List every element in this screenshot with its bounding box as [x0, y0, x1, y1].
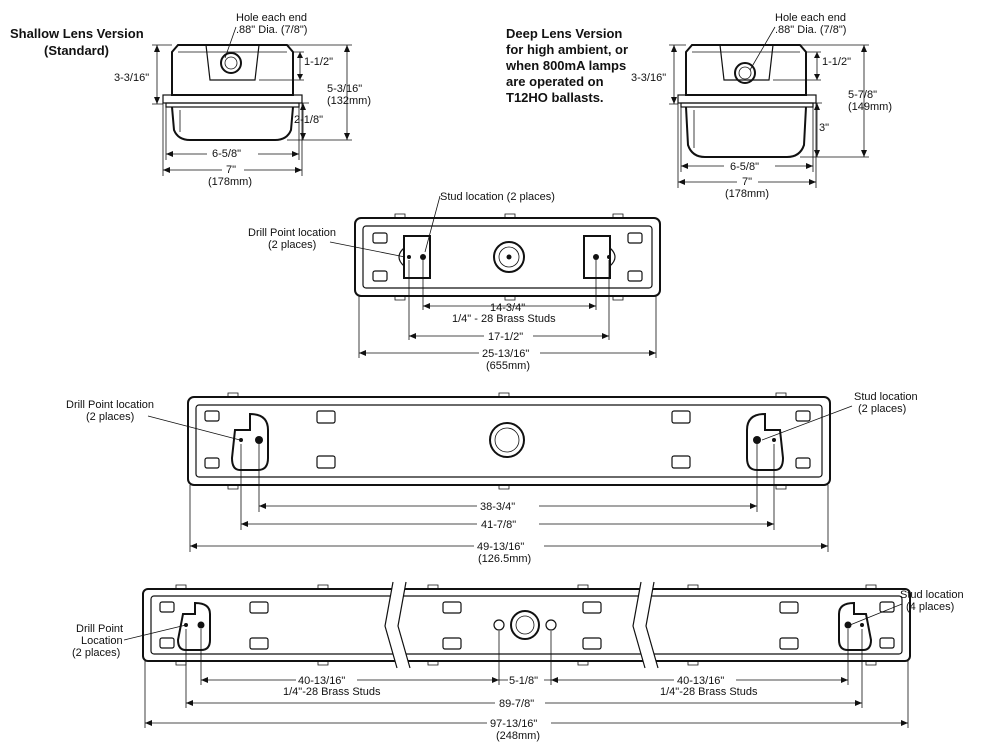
deep-hole-label-2: .88" Dia. (7/8") — [775, 24, 846, 36]
shallow-hole-label-2: .88" Dia. (7/8") — [236, 24, 307, 36]
deep-title-5: T12HO ballasts. — [506, 90, 604, 105]
shallow-hole-label-1: Hole each end — [236, 12, 307, 24]
fixture-8ft-drill-label-2: Location — [81, 635, 123, 647]
shallow-dim-outer-width: 7" — [226, 164, 236, 176]
fixture-4ft-drill-label-1: Drill Point location — [66, 399, 154, 411]
shallow-title-2: (Standard) — [44, 43, 109, 58]
shallow-dim-lens-height: 2-1/8" — [294, 114, 323, 126]
fixture-2ft-dim-length: 25-13/16" — [482, 348, 529, 360]
shallow-dim-top-height: 3-3/16" — [114, 72, 149, 84]
deep-title-1: Deep Lens Version — [506, 26, 622, 41]
deep-title-2: for high ambient, or — [506, 42, 628, 57]
fixture-8ft-stud-label-1: Stud location — [900, 589, 964, 601]
deep-title-3: when 800mA lamps — [505, 58, 626, 73]
fixture-2ft-drill-label-1: Drill Point location — [248, 227, 336, 239]
fixture-2ft-stud-label: Stud location (2 places) — [440, 191, 555, 203]
fixture-2ft-dim-drill: 17-1/2" — [488, 331, 523, 343]
deep-dim-outer-width-mm: (178mm) — [725, 188, 769, 200]
deep-title-4: are operated on — [506, 74, 604, 89]
fixture-8ft-dim-length: 97-13/16" — [490, 718, 537, 730]
deep-dim-outer-width: 7" — [742, 176, 752, 188]
fixture-2ft-dim-studs: 14-3/4" — [490, 302, 525, 314]
fixture-4ft-dim-drill: 41-7/8" — [481, 519, 516, 531]
fixture-4ft-drill-label-2: (2 places) — [86, 411, 134, 423]
fixture-4ft-stud-label-1: Stud location — [854, 391, 918, 403]
fixture-8ft-drill-label-3: (2 places) — [72, 647, 120, 659]
deep-dim-top-height: 3-3/16" — [631, 72, 666, 84]
fixture-4ft-dim-studs: 38-3/4" — [480, 501, 515, 513]
shallow-title-1: Shallow Lens Version — [10, 26, 144, 41]
deep-dim-total-height: 5-7/8" — [848, 89, 877, 101]
fixture-4ft-stud-label-2: (2 places) — [858, 403, 906, 415]
deep-hole-label-1: Hole each end — [775, 12, 846, 24]
fixture-8ft-dim-drill: 89-7/8" — [499, 698, 534, 710]
deep-dim-inner-width: 6-5/8" — [730, 161, 759, 173]
deep-dim-total-height-mm: (149mm) — [848, 101, 892, 113]
fixture-2ft-drill-label-2: (2 places) — [268, 239, 316, 251]
fixture-4ft-dim-length-mm: (126.5mm) — [478, 553, 531, 565]
fixture-8ft-dim-left-studs: 40-13/16" — [298, 675, 345, 687]
shallow-dim-total-height: 5-3/16" — [327, 83, 362, 95]
fixture-8ft-stud-label-2: (4 places) — [906, 601, 954, 613]
shallow-dim-knockout: 1-1/2" — [304, 56, 333, 68]
fixture-4ft-dim-length: 49-13/16" — [477, 541, 524, 553]
shallow-dim-inner-width: 6-5/8" — [212, 148, 241, 160]
fixture-8ft-dim-left-studs-sub: 1/4"-28 Brass Studs — [283, 686, 381, 698]
fixture-8ft-dim-center: 5-1/8" — [509, 675, 538, 687]
shallow-dim-outer-width-mm: (178mm) — [208, 176, 252, 188]
shallow-dim-total-height-mm: (132mm) — [327, 95, 371, 107]
fixture-8ft-dim-length-mm: (248mm) — [496, 730, 540, 742]
fixture-8ft-drill-label-1: Drill Point — [76, 623, 123, 635]
deep-dim-lens-height: 3" — [819, 122, 829, 134]
fixture-2ft-dim-studs-sub: 1/4" - 28 Brass Studs — [452, 313, 556, 325]
fixture-8ft-dim-right-studs-sub: 1/4"-28 Brass Studs — [660, 686, 758, 698]
fixture-8ft-dim-right-studs: 40-13/16" — [677, 675, 724, 687]
fixture-2ft-dim-length-mm: (655mm) — [486, 360, 530, 372]
deep-dim-knockout: 1-1/2" — [822, 56, 851, 68]
